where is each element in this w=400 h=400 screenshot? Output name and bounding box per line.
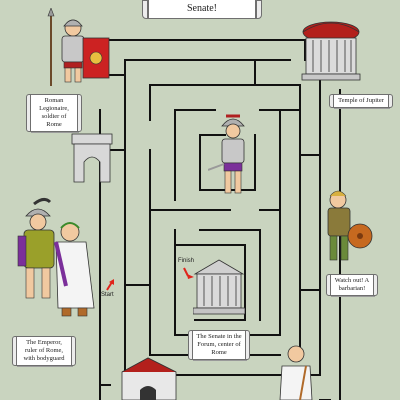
start-label: Start [101, 292, 114, 298]
center-legionary-figure [208, 114, 245, 194]
citizen-figure [279, 345, 313, 400]
senate-building-icon [193, 259, 245, 315]
barbarian-figure [327, 190, 373, 261]
finish-arrow-icon [183, 267, 194, 279]
caption-legionary: Roman Legionaire, soldier of Rome [26, 94, 82, 132]
emperor-and-bodyguard-figure [17, 197, 95, 317]
caption-temple: Temple of Jupiter [329, 94, 393, 108]
legionary-figure [47, 8, 110, 86]
caption-emperor: The Emperor, ruler of Rome, with bodygua… [12, 336, 76, 366]
caption-barbarian: Watch out! A barbarian! [326, 274, 378, 296]
maze-title: Senate! [142, 0, 262, 19]
caption-senate: The Senate in the Forum, center of Rome [188, 330, 250, 360]
triumphal-arch-icon [71, 133, 113, 183]
finish-label: Finish [178, 258, 195, 264]
start-arrow-icon [106, 279, 114, 291]
round-temple-icon [301, 21, 361, 81]
colosseum-icon [121, 357, 177, 400]
